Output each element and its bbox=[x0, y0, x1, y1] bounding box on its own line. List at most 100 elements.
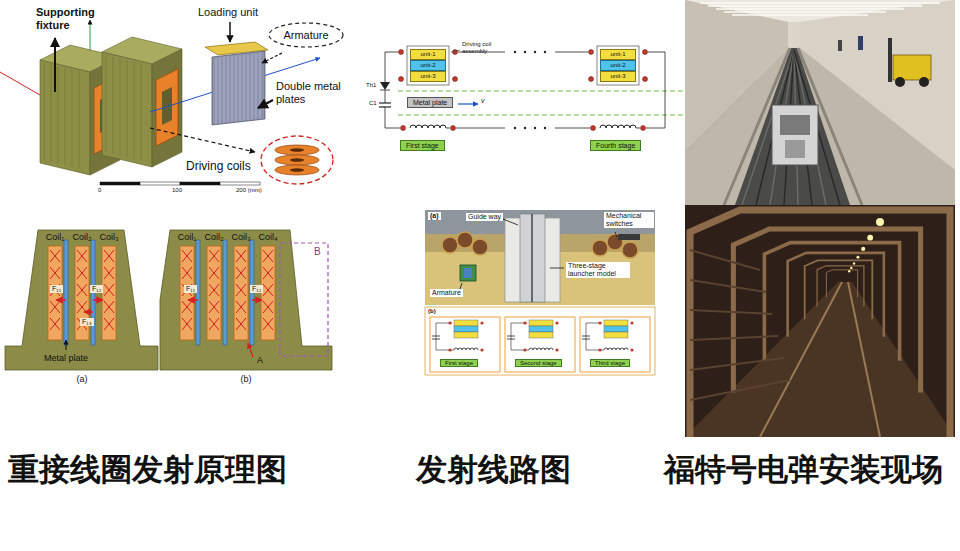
x-axis-line bbox=[0, 72, 40, 95]
switch-contact bbox=[453, 77, 458, 82]
wall-beam bbox=[690, 336, 778, 340]
winding-cross bbox=[77, 267, 87, 279]
continuation-dot bbox=[544, 127, 546, 129]
coil-label: Coil₁ bbox=[46, 232, 65, 242]
inductor-symbol bbox=[454, 348, 478, 350]
switch-contact bbox=[451, 126, 456, 131]
part-label: Armature bbox=[430, 289, 463, 297]
tunnel-frame bbox=[764, 243, 899, 361]
winding-cross bbox=[182, 250, 192, 262]
scale-bar-segment bbox=[100, 182, 140, 185]
metal-plate-box: Metal plate bbox=[407, 97, 453, 108]
winding-cross bbox=[77, 301, 87, 313]
part-label: Driving coil assembly bbox=[462, 41, 508, 55]
photo-bottom bbox=[685, 205, 955, 437]
winding-cross bbox=[236, 250, 246, 262]
winding-cross bbox=[263, 284, 273, 296]
node-text: Armature bbox=[283, 29, 328, 41]
fixture-lamination bbox=[44, 63, 45, 160]
ceiling-light bbox=[708, 5, 922, 7]
winding-cross bbox=[182, 318, 192, 330]
coil-unit bbox=[529, 332, 553, 338]
coil-hole bbox=[290, 148, 304, 152]
component-label: C1 bbox=[369, 100, 377, 107]
worker bbox=[838, 40, 842, 51]
capacitor-plate bbox=[507, 336, 515, 337]
winding-cross bbox=[104, 284, 114, 296]
capacitor-plate bbox=[507, 339, 515, 340]
winding-cross bbox=[104, 301, 114, 313]
node-text: unit-2 bbox=[411, 61, 445, 70]
winding-cross bbox=[236, 250, 246, 262]
plate-stripe bbox=[236, 55, 237, 121]
tunnel-frame bbox=[690, 210, 950, 437]
winding-cross bbox=[182, 267, 192, 279]
tunnel-frame bbox=[788, 253, 884, 337]
fixture-lamination bbox=[106, 55, 107, 152]
guide-line bbox=[398, 115, 683, 116]
winding-cross bbox=[263, 318, 273, 330]
inductor-symbol bbox=[600, 125, 636, 128]
guide-line bbox=[398, 91, 683, 92]
node-text: First stage bbox=[445, 360, 473, 366]
switch-contact bbox=[643, 50, 648, 55]
tunnel-lamp bbox=[856, 256, 859, 259]
plate-stripe bbox=[216, 58, 217, 124]
winding-cross bbox=[104, 301, 114, 313]
fixture-lamination bbox=[72, 70, 73, 167]
fixture-lamination bbox=[79, 72, 80, 169]
winding-cross bbox=[236, 318, 246, 330]
panel-caption: 福特号电弹安装现场 bbox=[664, 452, 943, 488]
force-arrow bbox=[188, 299, 198, 301]
coil-label: Coil₄ bbox=[258, 232, 277, 242]
coil-unit bbox=[529, 320, 553, 326]
node-text: unit-3 bbox=[411, 72, 445, 81]
switch-contact bbox=[630, 321, 633, 324]
coil-unit bbox=[454, 320, 478, 326]
force-label: F₁₃ bbox=[80, 318, 94, 326]
winding-cross bbox=[209, 301, 219, 313]
winding-cross bbox=[263, 284, 273, 296]
winding-cross bbox=[209, 284, 219, 296]
wire bbox=[456, 128, 505, 129]
stage-box: Second stage bbox=[515, 359, 562, 367]
winding-cross bbox=[209, 267, 219, 279]
switch-contact bbox=[453, 50, 458, 55]
continuation-dot bbox=[524, 127, 526, 129]
shuttle-detail bbox=[785, 140, 805, 158]
dashed-ellipse bbox=[269, 23, 343, 47]
launcher-trench bbox=[735, 48, 850, 205]
stage-panel bbox=[580, 317, 650, 372]
metal-plate-section bbox=[223, 240, 227, 345]
part-label: Three-stage launcher model bbox=[566, 262, 630, 278]
winding-cross bbox=[236, 284, 246, 296]
switch-contact bbox=[643, 77, 648, 82]
leader-arrow bbox=[150, 128, 255, 152]
winding-cross bbox=[77, 250, 87, 262]
winding-cross bbox=[182, 318, 192, 330]
coil-disc bbox=[275, 155, 319, 165]
plate-stripe bbox=[244, 54, 245, 120]
winding-cross bbox=[236, 267, 246, 279]
wire bbox=[648, 52, 665, 53]
component-label: Th1 bbox=[366, 82, 376, 89]
coil-label: Coil₂ bbox=[73, 232, 92, 242]
coil-hole bbox=[290, 158, 304, 162]
winding-cross bbox=[209, 267, 219, 279]
switch-contact bbox=[523, 321, 526, 324]
switch-contact bbox=[589, 50, 594, 55]
plate-stripe bbox=[224, 57, 225, 123]
leader-arrow bbox=[258, 100, 273, 108]
coil-section bbox=[207, 246, 221, 340]
leader-line bbox=[451, 50, 460, 52]
node-text: Second stage bbox=[520, 360, 557, 366]
tunnel-lamp bbox=[876, 218, 884, 226]
stage-box: Fourth stage bbox=[590, 140, 641, 151]
winding-cross bbox=[104, 250, 114, 262]
coil-unit-box: unit-2 bbox=[600, 60, 636, 71]
winding-cross bbox=[50, 318, 60, 330]
plate-stripe bbox=[228, 56, 229, 122]
plate-stripe bbox=[220, 57, 221, 123]
coil-section bbox=[102, 246, 116, 340]
winding-cross bbox=[50, 250, 60, 262]
